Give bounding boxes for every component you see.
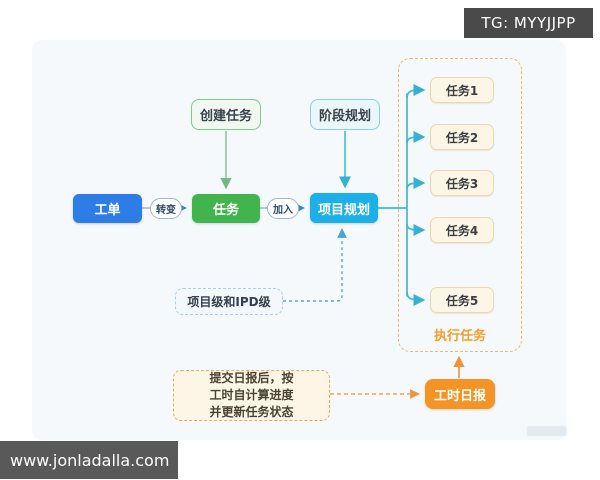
node-project-ipd-level: 项目级和IPD级 (175, 288, 283, 315)
node-subtask-1: 任务1 (430, 77, 494, 103)
site-watermark-bar: www.jonladalla.com (0, 441, 178, 479)
node-subtask-3: 任务3 (430, 170, 494, 196)
edge-label-transform: 转变 (150, 198, 182, 219)
note-line-1: 提交日报后，按 (209, 371, 294, 386)
node-project-plan: 项目规划 (310, 193, 378, 223)
node-work-order: 工单 (73, 194, 142, 223)
node-subtask-4: 任务4 (430, 217, 494, 243)
edge-label-join: 加入 (267, 198, 299, 219)
faint-watermark (527, 426, 567, 436)
tg-watermark-text: TG: MYYJJPP (481, 14, 576, 32)
node-subtask-5: 任务5 (430, 287, 494, 313)
node-task: 任务 (192, 194, 260, 223)
note-line-3: 并更新任务状态 (209, 404, 294, 419)
node-subtask-2: 任务2 (430, 124, 494, 150)
site-watermark-text: www.jonladalla.com (10, 450, 170, 470)
execute-tasks-label: 执行任务 (433, 329, 486, 344)
execute-tasks-container (398, 58, 522, 352)
node-hours-daily-report: 工时日报 (425, 379, 495, 409)
tg-watermark-badge: TG: MYYJJPP (464, 8, 593, 38)
note-auto-progress: 提交日报后，按 工时自计算进度 并更新任务状态 (173, 370, 330, 421)
node-create-task: 创建任务 (191, 99, 261, 130)
node-stage-plan: 阶段规划 (310, 99, 380, 130)
note-line-2: 工时自计算进度 (209, 388, 294, 403)
